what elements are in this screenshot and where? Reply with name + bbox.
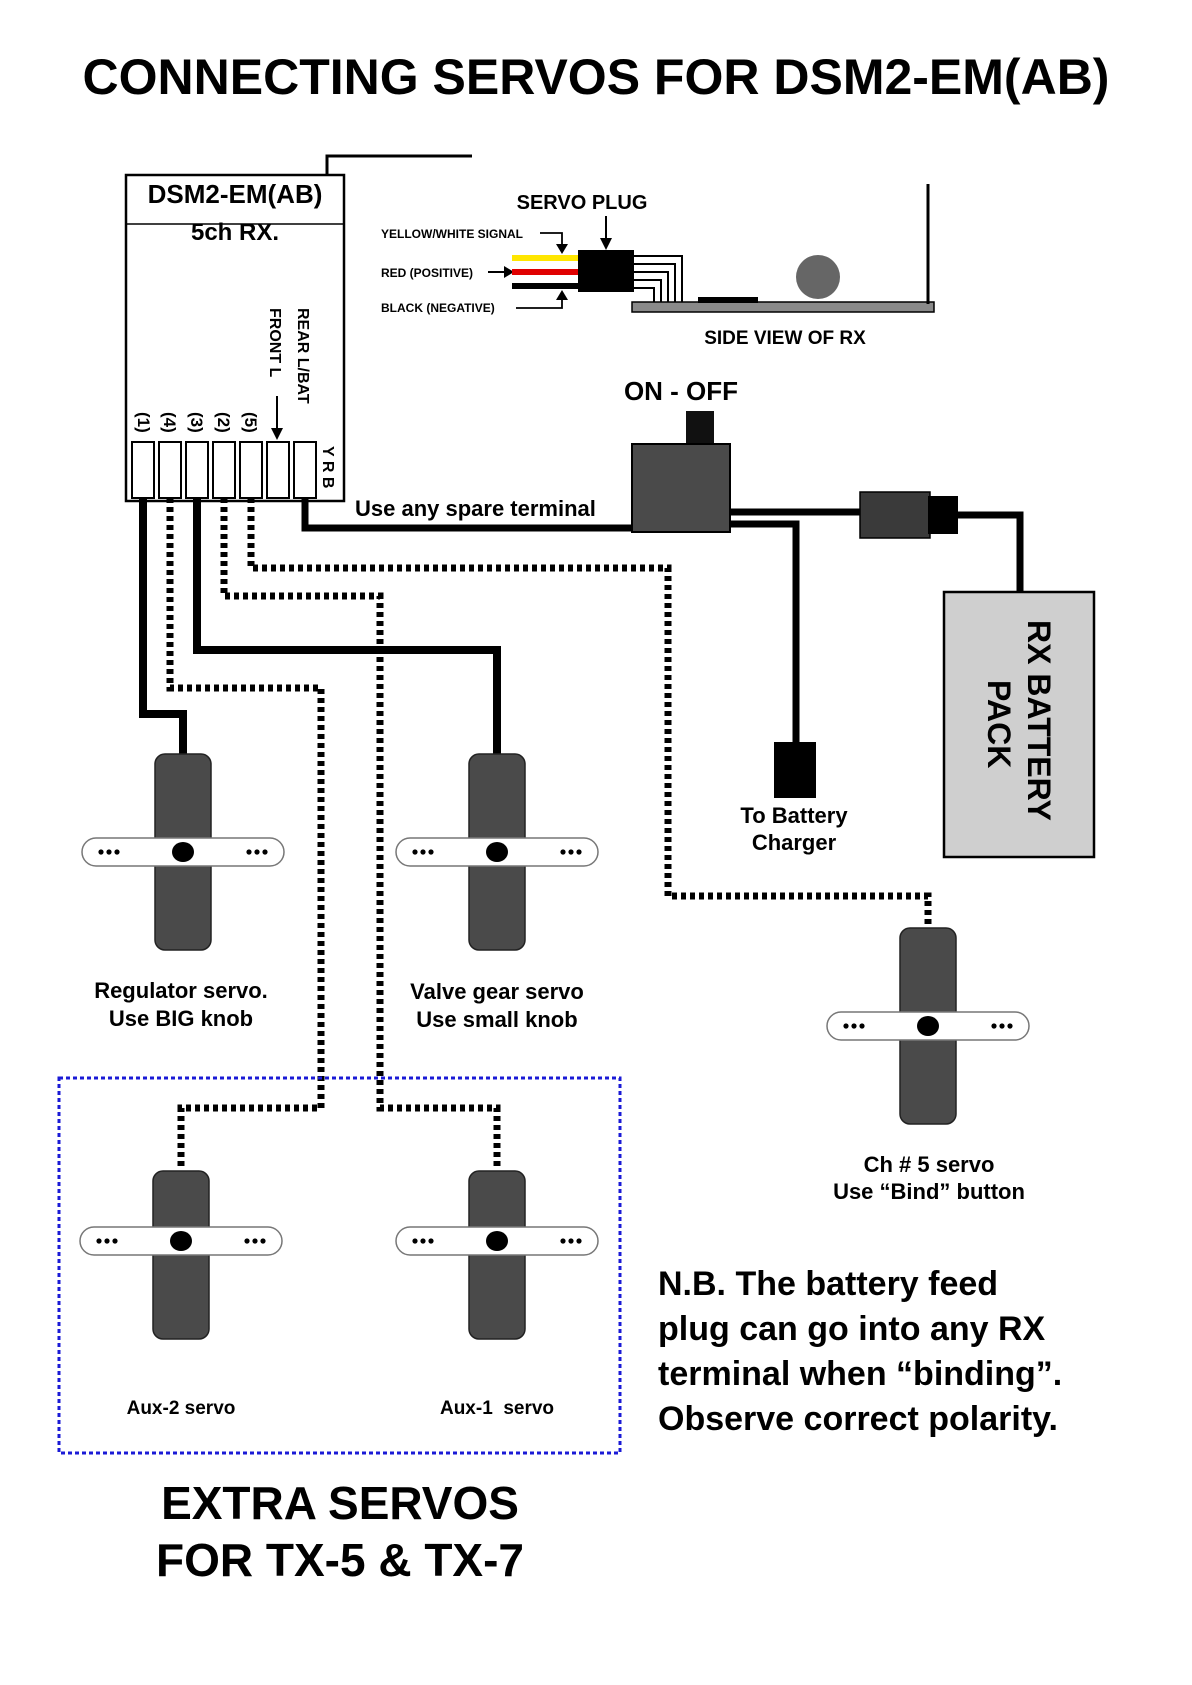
wire-ch2-aux1 bbox=[220, 498, 501, 1168]
signal-arrow bbox=[540, 232, 563, 248]
socket-spare bbox=[266, 441, 290, 499]
socket-ch1 bbox=[131, 441, 155, 499]
receiver-name: DSM2-EM(AB) bbox=[148, 179, 323, 209]
servo-aux1 bbox=[395, 1170, 599, 1340]
aux2-label: Aux-2 servo bbox=[127, 1398, 236, 1419]
socket-ch4 bbox=[158, 441, 182, 499]
valve-label-2: Use small knob bbox=[416, 1007, 577, 1032]
rx-side-board bbox=[631, 301, 935, 313]
switch-label: ON - OFF bbox=[624, 376, 738, 406]
wire-ch1-regulator bbox=[139, 498, 187, 756]
positive-label: RED (POSITIVE) bbox=[381, 266, 473, 280]
rx-side-chip bbox=[698, 297, 758, 303]
battery-connector bbox=[859, 491, 931, 539]
note-line-2: plug can go into any RX bbox=[658, 1310, 1046, 1348]
switch-toggle[interactable] bbox=[686, 411, 714, 447]
socket-ch5 bbox=[239, 441, 263, 499]
ch5-label-1: Ch # 5 servo bbox=[864, 1152, 995, 1177]
servo-hub bbox=[170, 1231, 192, 1251]
positive-arrow bbox=[504, 266, 514, 278]
aux1-label: Aux-1 servo bbox=[440, 1398, 554, 1419]
spare-terminal-label: Use any spare terminal bbox=[355, 496, 596, 521]
receiver-antenna bbox=[325, 154, 472, 175]
battery-lead bbox=[958, 511, 1024, 592]
channel-label-4: (4) bbox=[160, 412, 179, 433]
negative-label: BLACK (NEGATIVE) bbox=[381, 301, 495, 315]
servo-plug-detail: SERVO PLUG YELLOW/WHITE SIGNAL RED (POSI… bbox=[381, 184, 935, 349]
servo-hub bbox=[172, 842, 194, 862]
socket-ch3 bbox=[185, 441, 209, 499]
servo-hub bbox=[486, 1231, 508, 1251]
battery-connector-plug bbox=[928, 496, 958, 534]
extra-servos-caption-2: FOR TX-5 & TX-7 bbox=[156, 1534, 524, 1586]
regulator-label-1: Regulator servo. bbox=[94, 978, 268, 1003]
receiver-subtitle: 5ch RX. bbox=[191, 219, 279, 246]
servo-regulator bbox=[81, 753, 285, 951]
regulator-label-2: Use BIG knob bbox=[109, 1006, 253, 1031]
charger-plug bbox=[774, 742, 816, 798]
front-l-arrow bbox=[271, 396, 283, 440]
signal-label: YELLOW/WHITE SIGNAL bbox=[381, 227, 523, 241]
negative-arrow bbox=[516, 296, 563, 309]
socket-ch2 bbox=[212, 441, 236, 499]
note-line-3: terminal when “binding”. bbox=[658, 1355, 1062, 1393]
servo-hub bbox=[917, 1016, 939, 1036]
plug-pins bbox=[634, 255, 683, 304]
servo-valve-gear bbox=[395, 753, 599, 951]
note-line-4: Observe correct polarity. bbox=[658, 1400, 1058, 1438]
extra-servos-box bbox=[57, 1076, 622, 1455]
battery-label-2: PACK bbox=[981, 680, 1017, 768]
charger-label-2: Charger bbox=[752, 830, 837, 855]
charger-lead bbox=[730, 520, 800, 744]
servo-aux2 bbox=[79, 1170, 283, 1340]
channel-label-5: (5) bbox=[241, 412, 260, 433]
page-title: CONNECTING SERVOS FOR DSM2-EM(AB) bbox=[83, 49, 1110, 105]
ch5-label-2: Use “Bind” button bbox=[833, 1179, 1025, 1204]
wire-ch3-valve bbox=[193, 498, 501, 756]
battery-label-1: RX BATTERY bbox=[1021, 620, 1057, 821]
wire-ch4-aux2 bbox=[166, 498, 325, 1168]
note-line-1: N.B. The battery feed bbox=[658, 1265, 998, 1303]
channel-label-1: (1) bbox=[134, 412, 153, 433]
side-view-label: SIDE VIEW OF RX bbox=[704, 328, 866, 349]
channel-label-3: (3) bbox=[187, 412, 206, 433]
rx-side-component bbox=[796, 255, 840, 299]
servo-plug-arrow bbox=[600, 216, 612, 250]
receiver: DSM2-EM(AB) 5ch RX. REAR L/BAT FRONT L (… bbox=[124, 154, 472, 503]
on-off-switch[interactable] bbox=[631, 443, 731, 533]
pins-label: Y R B bbox=[319, 446, 336, 488]
terminal-sockets bbox=[131, 441, 317, 499]
servo-plug-body bbox=[578, 250, 634, 292]
socket-bat bbox=[293, 441, 317, 499]
battery-feed-wire bbox=[301, 498, 632, 532]
channel-label-2: (2) bbox=[214, 412, 233, 433]
charger-label-1: To Battery bbox=[740, 803, 848, 828]
servo-plug-title: SERVO PLUG bbox=[517, 192, 648, 214]
extra-servos-caption-1: EXTRA SERVOS bbox=[161, 1477, 519, 1529]
valve-label-1: Valve gear servo bbox=[410, 979, 584, 1004]
wire-ch5-servo bbox=[247, 498, 932, 928]
rear-lbat-label: REAR L/BAT bbox=[294, 308, 311, 404]
front-l-label: FRONT L bbox=[266, 308, 283, 378]
rx-battery-pack bbox=[942, 590, 1096, 859]
servo-ch5 bbox=[826, 927, 1030, 1125]
servo-hub bbox=[486, 842, 508, 862]
